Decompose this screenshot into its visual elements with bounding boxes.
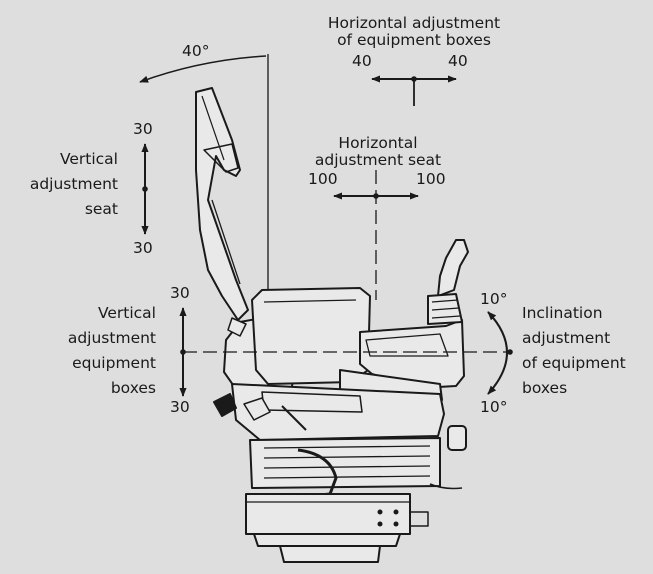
boxes-vertical-label: Vertical adjustment equipment boxes [30, 302, 156, 400]
boxes-horizontal-label: Horizontal adjustment of equipment boxes [300, 12, 528, 52]
seat-base [245, 493, 429, 563]
boxes-horizontal-line1: Horizontal adjustment [327, 14, 501, 32]
seat-horizontal-left-value: 100 [308, 170, 338, 188]
boxes-horizontal-right-value: 40 [448, 52, 468, 70]
inclination-top-value: 10° [480, 290, 508, 308]
boxes-vertical-line3: equipment [72, 354, 156, 372]
boxes-vertical-line2: adjustment [67, 329, 156, 347]
boxes-vertical-bottom-value: 30 [170, 398, 190, 416]
inclination-arc [487, 311, 508, 395]
inclination-bottom-value: 10° [480, 398, 508, 416]
inclination-line3: of equipment [522, 354, 626, 372]
inclination-line1: Inclination [522, 304, 603, 322]
seat-horizontal-line2: adjustment seat [314, 151, 442, 169]
seat-drawing [195, 87, 469, 563]
seat-horizontal-label: Horizontal adjustment seat [298, 132, 458, 172]
seat-horizontal-line1: Horizontal [338, 134, 418, 152]
inclination-label: Inclination adjustment of equipment boxe… [522, 302, 650, 400]
seat-vertical-top-value: 30 [133, 120, 153, 138]
dimension-lines [139, 54, 513, 397]
seat-vertical-line1: Vertical [59, 150, 118, 168]
seat-vertical-line3: seat [84, 200, 118, 218]
equipment-box [359, 319, 465, 389]
seat-vertical-line2: adjustment [29, 175, 118, 193]
seat-vertical-label: Vertical adjustment seat [10, 148, 118, 221]
backrest [195, 87, 249, 321]
boxes-horizontal-left-value: 40 [352, 52, 372, 70]
inclination-line2: adjustment [522, 329, 611, 347]
boxes-horizontal-line2: of equipment boxes [337, 31, 491, 49]
boxes-vertical-top-value: 30 [170, 284, 190, 302]
joystick [427, 239, 469, 325]
backrest-angle-label: 40° [182, 42, 210, 60]
boxes-vertical-line1: Vertical [97, 304, 156, 322]
seat-horizontal-right-value: 100 [416, 170, 446, 188]
inclination-line4: boxes [522, 379, 568, 397]
suspension [249, 437, 463, 498]
backrest-angle-arc [139, 55, 267, 83]
boxes-vertical-line4: boxes [110, 379, 156, 397]
seat-vertical-bottom-value: 30 [133, 239, 153, 257]
